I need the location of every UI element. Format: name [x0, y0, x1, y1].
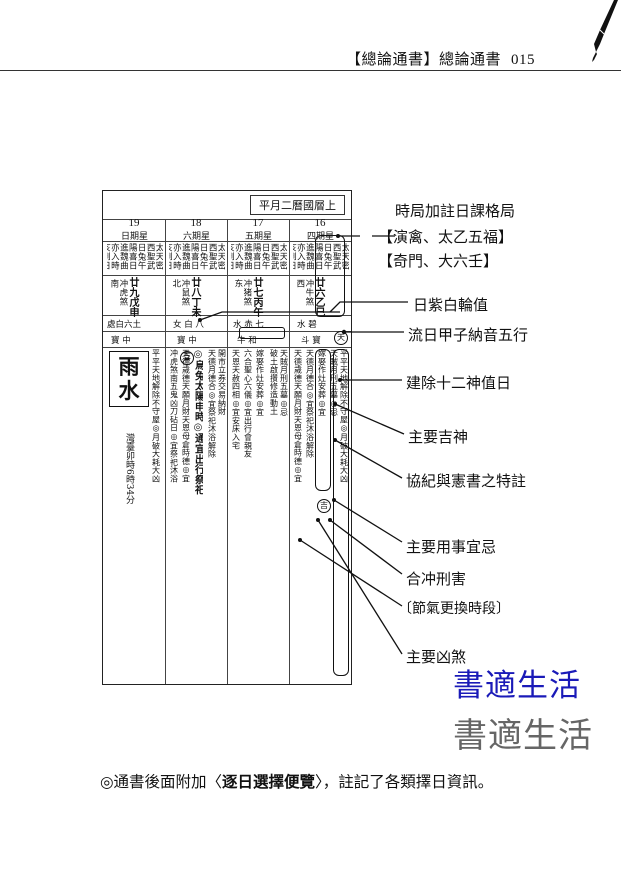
day-text: 天德月德合◎宜祭祀沐浴解除 [305, 349, 315, 458]
circle-mark: 吉 [317, 499, 331, 513]
highlight-box [315, 349, 331, 491]
annotation-label: 建除十二神值日 [406, 374, 512, 392]
ganzhi: 廿七丙午 [251, 277, 262, 317]
day-number: 18 [190, 217, 202, 229]
column-divider [165, 219, 166, 684]
day-text: 嫁娶作灶安葬◎宜 [255, 349, 265, 417]
officer: 斗 寶 [301, 336, 321, 346]
day-text: 平平天地解除不守屋◎月破大耗大凶 [151, 349, 161, 483]
day-text: 冲虎煞南五鬼凶刀砧日◎宜祭祀沐浴 [169, 349, 179, 483]
highlight-box [315, 235, 345, 317]
day-text: 破土啟攢修造動土 [269, 349, 279, 416]
day-number: 19 [128, 217, 140, 229]
officer: 寶 中 [177, 336, 197, 346]
footnote-bold: 逐日選擇便覽 [222, 772, 316, 791]
row-divider [103, 331, 351, 332]
row-divider [103, 241, 351, 242]
sha-direction: 冲鼠煞北 [170, 279, 190, 306]
nayin: 水 碧 [297, 320, 317, 330]
brand-watermark: 書適生活 [453, 668, 581, 704]
day-text: 天德歲德天願月財天恩母倉時德◎宜 [181, 349, 191, 483]
header-rule [0, 70, 621, 71]
nayin: 水 赤 七 [233, 320, 264, 330]
circle-mark: 天 [334, 331, 348, 345]
annotation-label: 合冲刑害 [406, 570, 467, 588]
day-text: 嫁娶作灶安葬◎宜 [317, 349, 327, 417]
row-divider [103, 275, 351, 276]
almanac-table: 平月二曆國層上 19 18 17 16 日期星 六期星 五期星 四期星 太天密西… [102, 190, 352, 685]
day-text: 天賊月刑五墓◎忌 [279, 349, 289, 417]
solar-term-name: 雨水 [109, 351, 149, 407]
annotation-label: 【奇門、大六壬】 [378, 252, 499, 270]
annotation-label: 日紫白輪值 [413, 296, 489, 314]
header-title: 【總論通書】總論通書 [345, 50, 501, 68]
annotation-label: 協紀與憲書之特註 [406, 472, 527, 490]
ganzhi: 廿六乙巳 [313, 277, 324, 317]
footnote: ◎通書後面附加〈逐日選擇便覽〉，註記了各類擇日資訊。 [100, 770, 493, 792]
day-text: 天賊月刑五墓◎忌 [329, 349, 339, 417]
day-notes: 太天密西聖武日兔午陽喜日進魏曲亦入時亥到日冕中 [169, 243, 225, 270]
sha-direction: 冲猪煞东 [232, 279, 252, 306]
page-header: 【總論通書】總論通書 015 [346, 48, 535, 69]
solar-term-time: 灣臺卯時6時34分 [124, 433, 134, 505]
solar-term-block: 雨水 灣臺卯時6時34分 [109, 351, 149, 521]
annotation-label: 【演禽、太乙五福】 [378, 228, 514, 246]
row-divider [103, 219, 351, 220]
day-text: 六合聖心六儀◎宜出行會親友 [243, 349, 253, 458]
officer: 寶 中 [111, 336, 131, 346]
row-divider [103, 347, 351, 348]
annotation-label: 主要凶煞 [406, 648, 467, 666]
sha-direction: 冲虎煞南 [108, 279, 128, 306]
day-number: 16 [314, 217, 326, 229]
highlight-box [333, 349, 349, 676]
column-divider [227, 219, 228, 684]
ganzhi: 廿八丁未 [189, 277, 200, 317]
day-text: ◎烏兔太陽申時◎通宜出行祭祀 [193, 349, 203, 496]
weekday: 五期星 [245, 232, 273, 242]
footnote-prefix: ◎通書後面附加〈 [100, 773, 223, 791]
ganzhi: 廿九戊申 [127, 277, 138, 317]
day-text: 天恩天赦四相◎宜安床入宅 [231, 349, 241, 450]
day-text: 天德歲德天願月財天恩母倉時德◎宜 [293, 349, 303, 483]
day-notes: 太天密西聖武日兔午陽喜日進魏曲亦入時亥到日冕中 [107, 243, 163, 270]
weekday: 六期星 [183, 232, 211, 242]
brand-watermark: 書適生活 [453, 716, 593, 756]
annotation-label: 主要吉神 [408, 428, 469, 446]
highlight-box [239, 327, 285, 339]
column-divider [289, 219, 290, 684]
almanac-title: 平月二曆國層上 [250, 195, 345, 215]
circle-mark: 喜 [180, 351, 194, 365]
footnote-suffix: 〉，註記了各類擇日資訊。 [315, 773, 494, 791]
annotation-label: 時局加註日課格局 [395, 202, 516, 220]
day-text: 開市立券交易納財 [217, 349, 227, 416]
nayin: 女 白 八 [173, 320, 204, 330]
annotation-label: 主要用事宜忌 [406, 538, 497, 556]
weekday: 日期星 [121, 232, 149, 242]
annotation-label: 〔節氣更換時段〕 [398, 601, 510, 617]
day-number: 17 [252, 217, 264, 229]
pen-icon [592, 0, 618, 62]
page-number: 015 [511, 52, 535, 68]
nayin: 處白六土 [107, 320, 142, 330]
annotation-label: 流日甲子納音五行 [408, 326, 529, 344]
day-text: 天德月德合◎宜祭祀沐浴解除 [207, 349, 217, 458]
officer: 牛 和 [237, 336, 257, 346]
sha-direction: 冲牛煞西 [294, 279, 314, 306]
day-notes: 太天密西聖武日兔午陽喜日進魏曲亦入時亥到日冕中 [231, 243, 287, 270]
